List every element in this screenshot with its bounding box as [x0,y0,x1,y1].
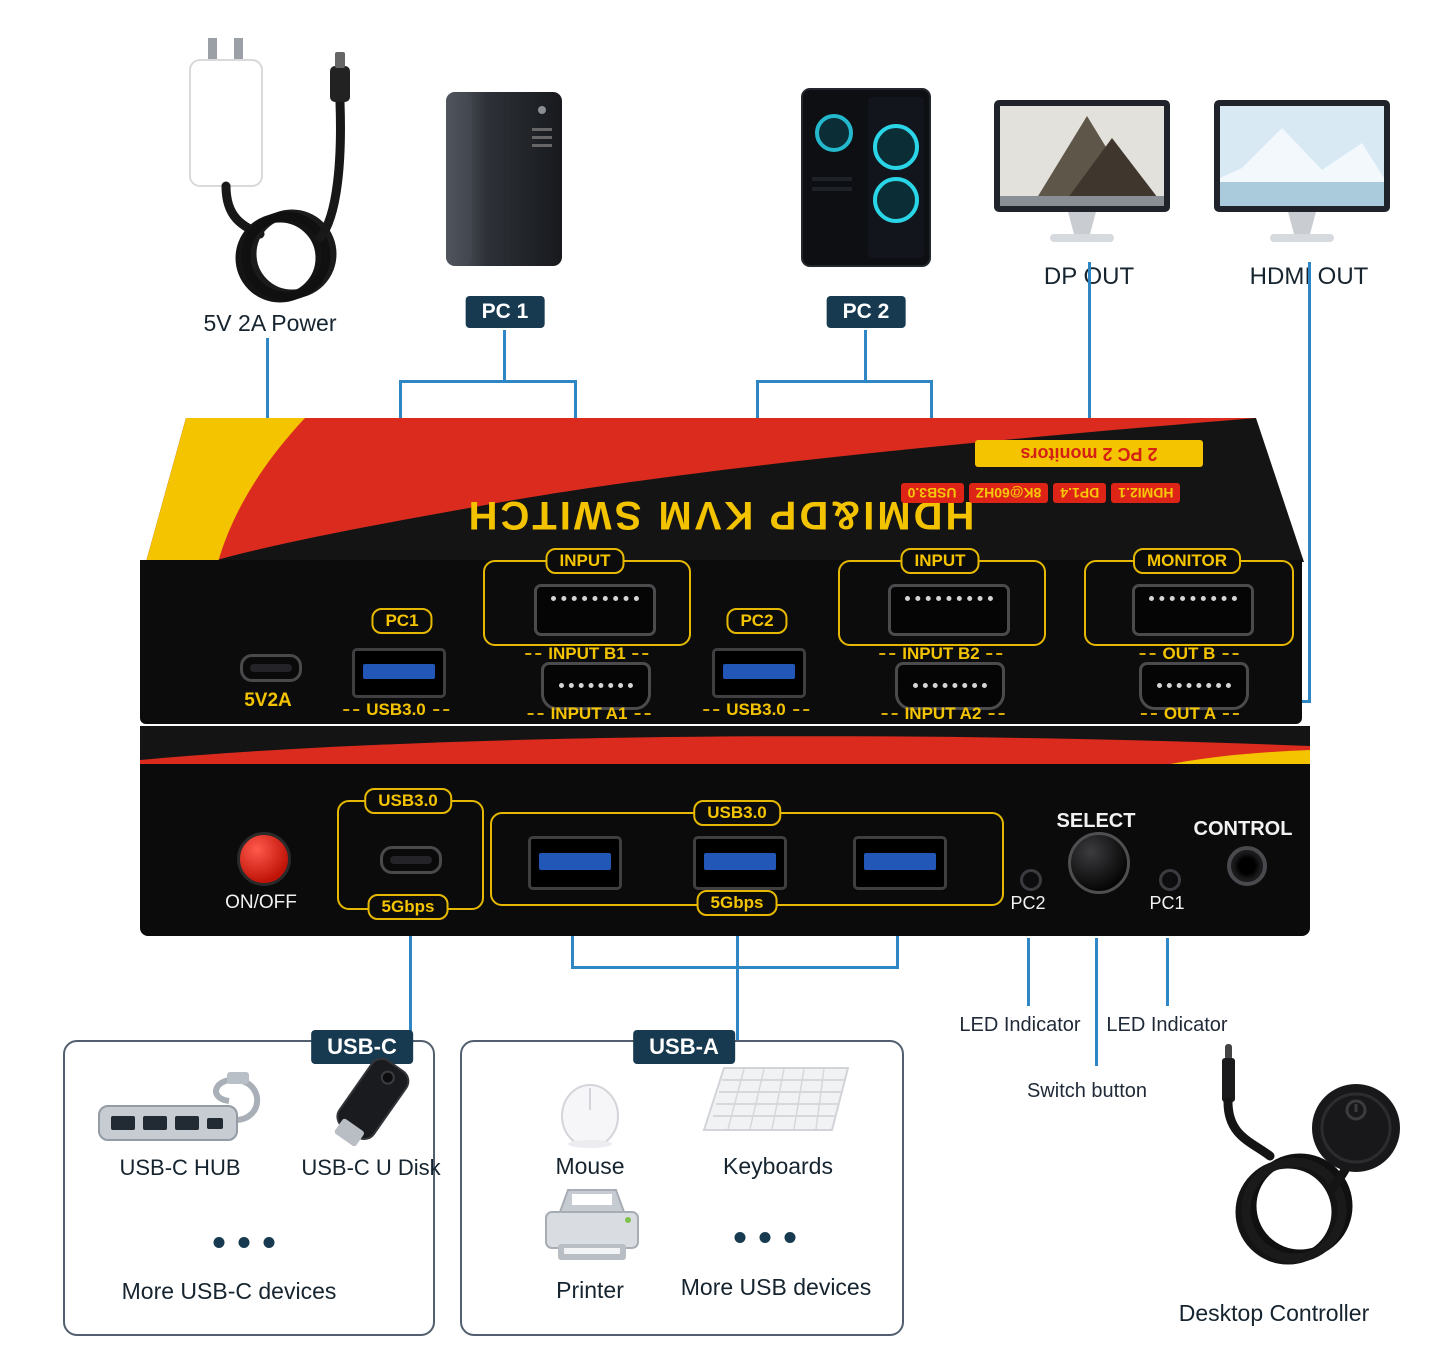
line-led-pc2 [1027,938,1030,1006]
power-label: 5V 2A Power [203,310,337,336]
power-port-label: 5V2A [244,690,292,711]
hdmi-port-input-a1 [541,662,651,710]
spec-badge: HDMI2.1 [1111,483,1181,503]
power-adapter-illustration [189,38,350,303]
dp-port-out-b [1132,584,1254,636]
pc2-chip: PC2 [726,608,788,634]
control-label: CONTROL [1193,818,1293,840]
usb-a-port-2 [693,836,787,890]
spec-badge-row: HDMI2.1 DP1.4 8K@60HZ USB3.0 [868,483,1213,503]
hdmi-port-input-a2 [895,662,1005,710]
front-usbc-port [380,846,442,874]
desktop-controller-label: Desktop Controller [1178,1300,1370,1326]
onoff-label: ON/OFF [225,892,297,913]
line-usbc [409,936,412,1040]
switch-button-label: Switch button [1026,1080,1148,1102]
line-usba-drop-1 [571,936,574,968]
keyboard-illustration [702,1067,850,1131]
led-pc2 [1020,869,1042,891]
front-usbc-top-chip: USB3.0 [364,788,452,814]
spec-badge: DP1.4 [1053,483,1107,503]
input1-chip: INPUT [545,548,625,574]
led-pc1-label: PC1 [1149,893,1185,913]
led-indicator-left-label: LED Indicator [959,1014,1081,1036]
front-usba-top-chip: USB3.0 [693,800,781,826]
keyboard-label: Keyboards [723,1153,833,1179]
input2-chip: INPUT [900,548,980,574]
select-button [1068,832,1130,894]
spec-badge: USB3.0 [900,483,964,503]
line-usba-drop-3 [896,936,899,968]
out-b-label: OUT B [1140,644,1239,664]
power-usbc-port [240,654,302,682]
pc1-usb3-label: USB3.0 [343,700,449,720]
kvm-front-top-edge [140,726,1310,766]
usb-a-port-1 [528,836,622,890]
pc2-badge: PC 2 [826,296,906,328]
pc2-tower-illustration [801,88,931,267]
control-jack [1227,846,1267,886]
usbc-more-label: More USB-C devices [121,1278,337,1304]
desktop-controller-illustration [1222,1044,1400,1265]
line-led-pc1 [1166,938,1169,1006]
dp-port-input-b2 [888,584,1010,636]
spec-badge: 8K@60HZ [968,483,1049,503]
usba-badge: USB-A [633,1030,735,1064]
usbc-udisk-illustration [334,1057,410,1147]
pc1-usb3-port [352,648,446,698]
out-a-label: OUT A [1141,704,1239,724]
usbc-udisk-label: USB-C U Disk [301,1155,441,1180]
pc1-chip: PC1 [371,608,433,634]
led-pc2-label: PC2 [1010,893,1046,913]
front-usbc-bottom-chip: 5Gbps [367,894,449,920]
line-pc1-stem [503,330,506,382]
usbc-hub-illustration [98,1072,261,1141]
pc2-usb3-port [712,648,806,698]
config-badge: 2 PC 2 monitors [975,440,1203,467]
usbc-more-dots [213,1237,275,1248]
input-a1-label: INPUT A1 [528,704,651,724]
usb-a-port-3 [853,836,947,890]
hdmi-monitor-illustration [1214,100,1390,242]
usba-more-label: More USB devices [680,1274,872,1300]
line-usba-stem [736,966,739,1040]
mouse-label: Mouse [555,1153,625,1179]
pc2-usb3-label: USB3.0 [703,700,809,720]
input-b2-label: INPUT B2 [879,644,1002,664]
usbc-badge: USB-C [311,1030,413,1064]
dp-port-input-b1 [534,584,656,636]
line-select [1095,938,1098,1066]
led-indicator-right-label: LED Indicator [1106,1014,1228,1036]
printer-illustration [545,1189,639,1260]
pc1-tower-illustration [446,92,562,266]
select-label: SELECT [1056,810,1136,832]
input-a2-label: INPUT A2 [882,704,1005,724]
line-hdmi-out-vertical [1308,262,1311,702]
usbc-hub-label: USB-C HUB [119,1155,241,1180]
pc1-badge: PC 1 [465,296,545,328]
hdmi-port-out-a [1139,662,1249,710]
line-pc1-bracket [399,380,577,383]
led-pc1 [1159,869,1181,891]
power-button [237,832,291,886]
input-b1-label: INPUT B1 [525,644,648,664]
dp-monitor-illustration [994,100,1170,242]
line-pc2-stem [864,330,867,382]
printer-label: Printer [556,1277,624,1303]
line-usba-bracket [571,966,899,969]
line-usba-drop-2 [736,936,739,968]
monitor-chip: MONITOR [1133,548,1241,574]
usba-more-dots [734,1232,796,1243]
mouse-illustration [561,1084,619,1148]
line-pc2-bracket [756,380,933,383]
front-usba-bottom-chip: 5Gbps [696,890,778,916]
